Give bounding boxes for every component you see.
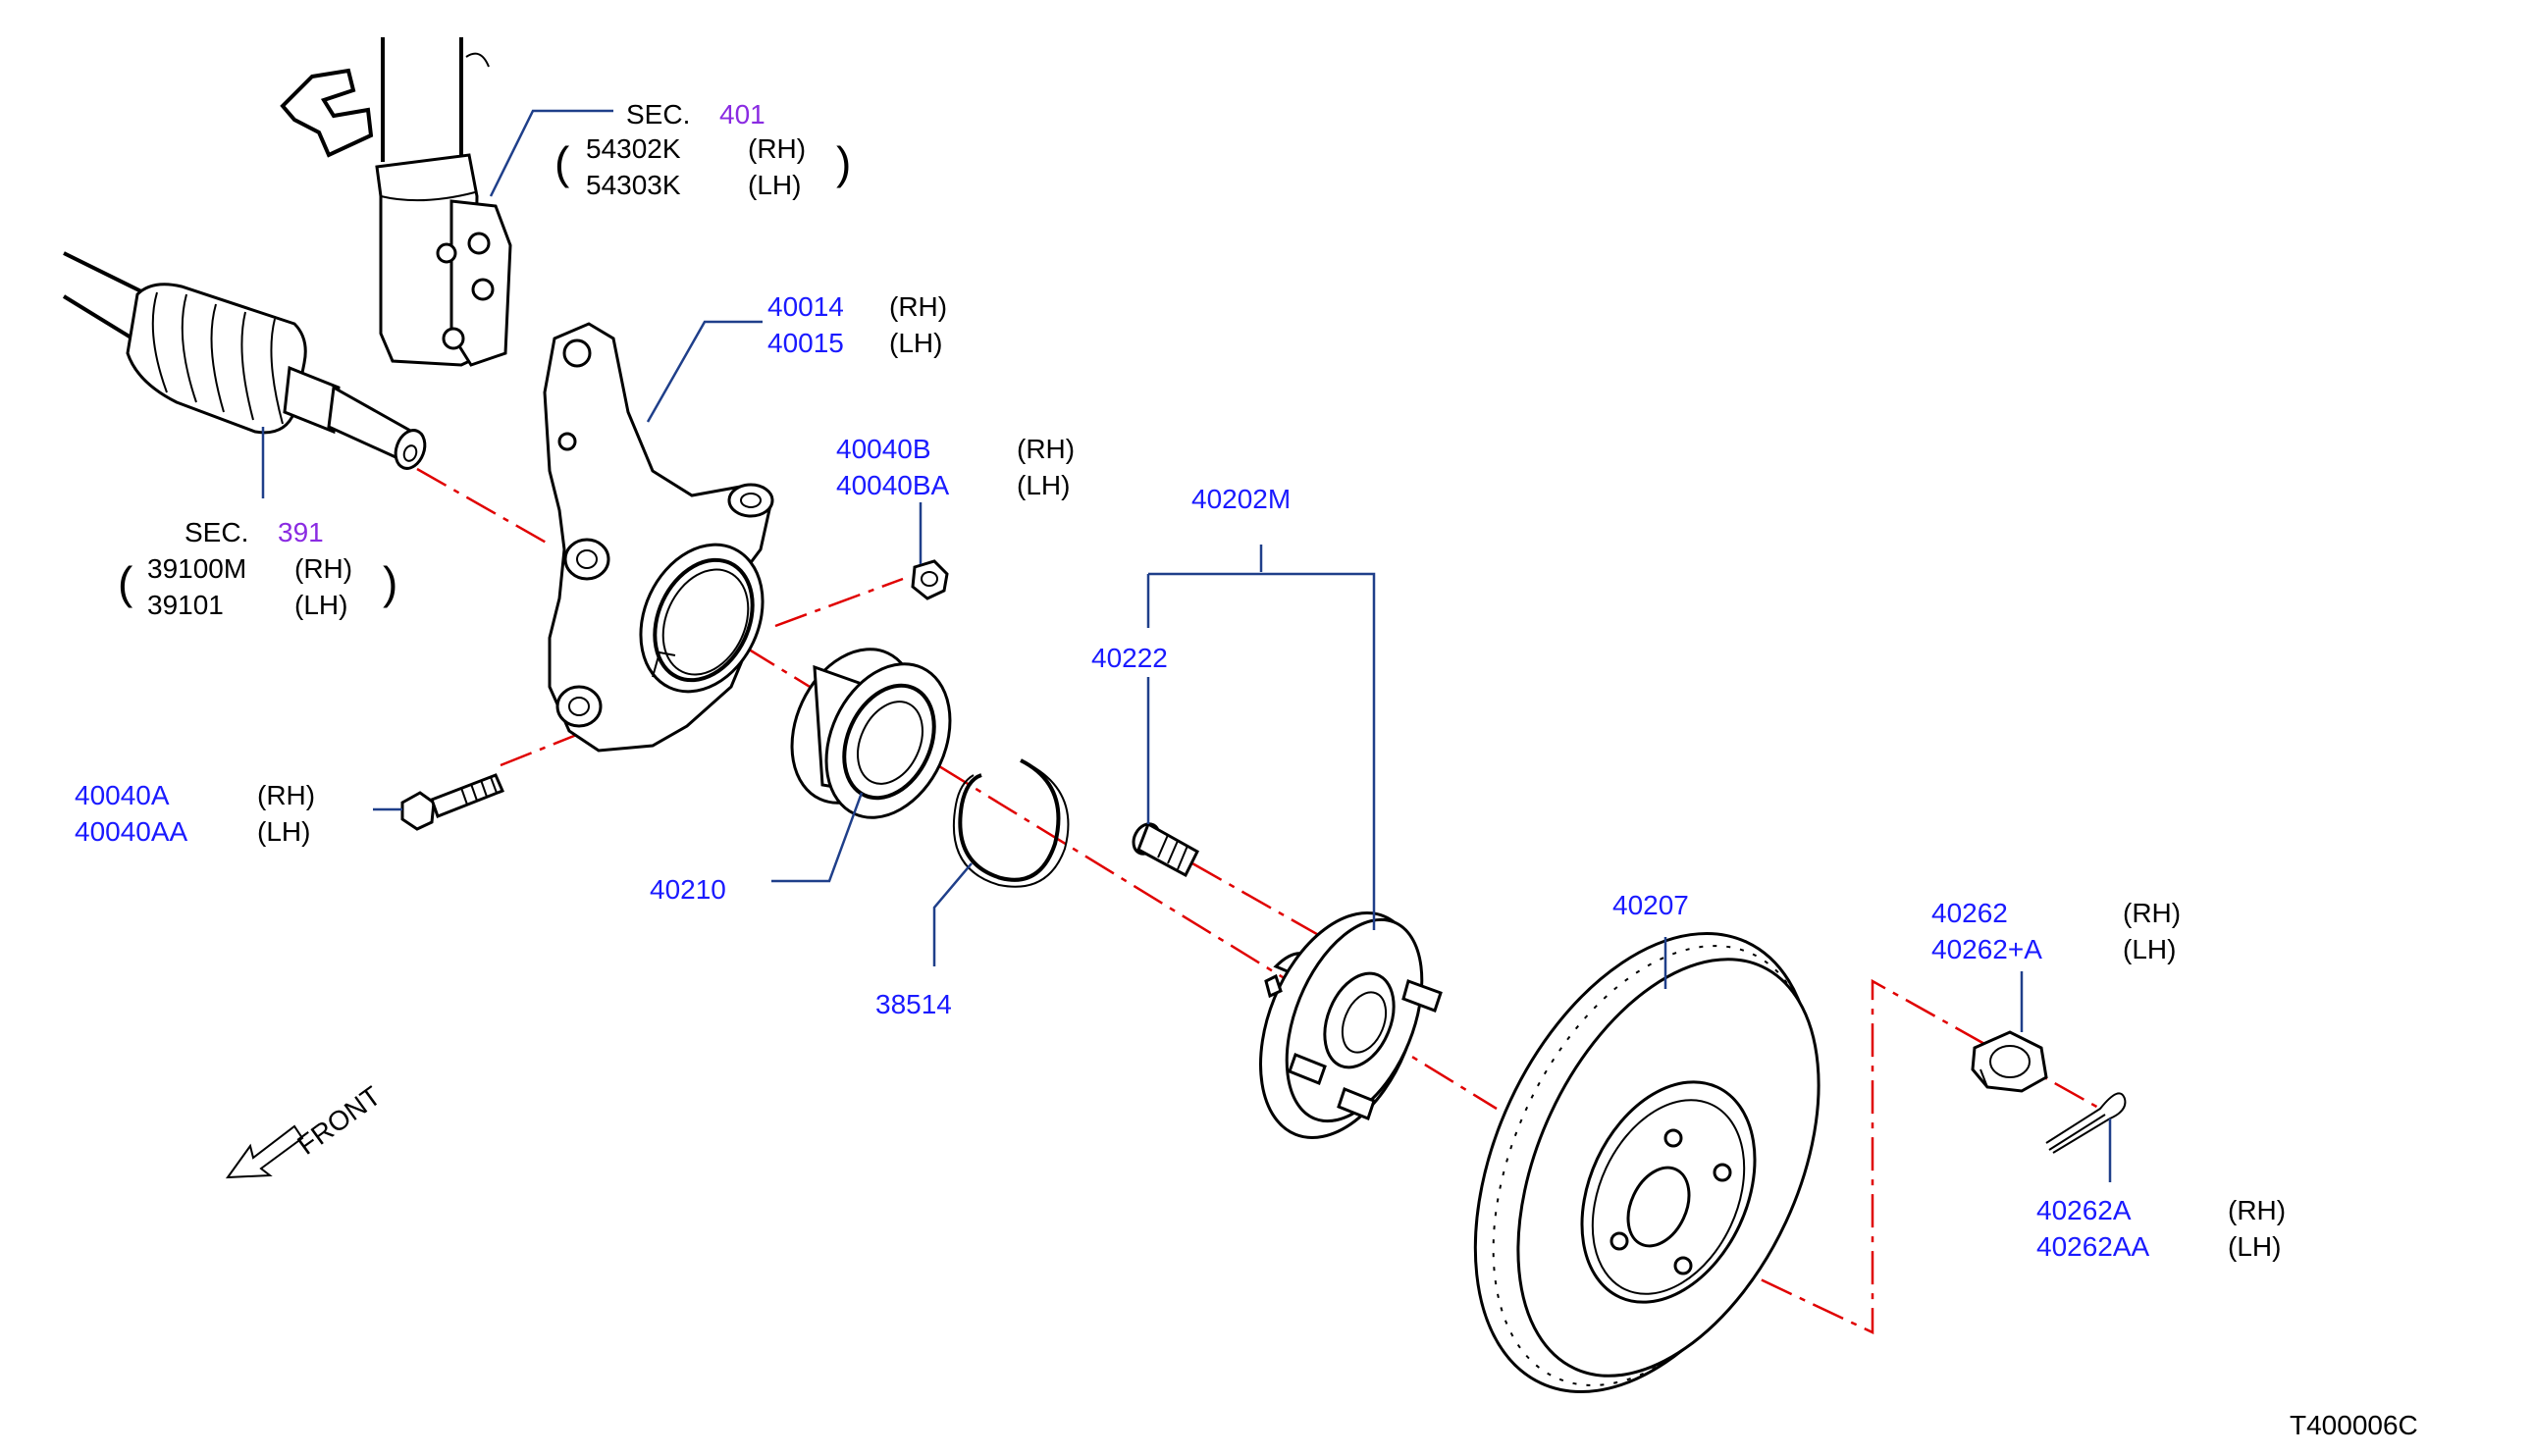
knuckle-part [543, 322, 774, 753]
stud-part [1132, 821, 1199, 878]
hub-nut-part-lh[interactable]: 40262+A [1931, 934, 2042, 964]
label-nut: 40040B (RH) 40040BA (LH) [836, 434, 1075, 500]
bolt-part [400, 773, 504, 831]
hub-nut-side-rh: (RH) [2123, 898, 2181, 928]
nut-side-rh: (RH) [1017, 434, 1075, 464]
label-knuckle: 40014 (RH) 40015 (LH) [767, 291, 947, 358]
cotter-pin-side-lh: (LH) [2228, 1231, 2281, 1262]
cotter-pin-side-rh: (RH) [2228, 1195, 2286, 1225]
leader-lines [261, 109, 2112, 1182]
bearing-part-number[interactable]: 40210 [650, 874, 726, 905]
knuckle-part-lh[interactable]: 40015 [767, 328, 844, 358]
label-strut: SEC. 401 ( 54302K (RH) 54303K (LH) ) [554, 99, 851, 200]
strut-sec-number: 401 [719, 99, 765, 130]
driveshaft-side-rh: (RH) [294, 553, 352, 584]
rotor-part-number[interactable]: 40207 [1612, 890, 1689, 920]
driveshaft-sec-prefix: SEC. [185, 517, 248, 547]
snap-ring-part-number[interactable]: 38514 [875, 989, 952, 1019]
knuckle-side-lh: (LH) [889, 328, 942, 358]
hub-nut-part [1971, 1030, 2048, 1093]
strut-side-lh: (LH) [748, 170, 801, 200]
nut-side-lh: (LH) [1017, 470, 1070, 500]
strut-paren-open: ( [554, 137, 570, 188]
hubnut-axis [1658, 978, 2101, 1334]
nut-axis [774, 577, 904, 628]
knuckle-part-rh[interactable]: 40014 [767, 291, 844, 322]
strut-part-rh: 54302K [586, 133, 681, 164]
bolt-axis [500, 732, 580, 767]
driveshaft-sec-number: 391 [278, 517, 324, 547]
driveshaft-part [62, 251, 427, 470]
label-hub-nut: 40262 (RH) 40262+A (LH) [1931, 898, 2181, 964]
nut-part-lh[interactable]: 40040BA [836, 470, 950, 500]
nut-part [911, 559, 949, 600]
strut-sec-prefix: SEC. [626, 99, 690, 130]
strut-part-lh: 54303K [586, 170, 681, 200]
hub-assembly-part[interactable]: 40202M [1191, 484, 1291, 514]
driveshaft-axis [416, 467, 551, 546]
driveshaft-paren-open: ( [118, 557, 133, 608]
front-direction-indicator: FRONT [225, 1080, 387, 1179]
driveshaft-side-lh: (LH) [294, 590, 347, 620]
cotter-pin-part-rh[interactable]: 40262A [2036, 1195, 2132, 1225]
diagram-code: T400006C [2290, 1410, 2418, 1440]
cotter-pin-part-lh[interactable]: 40262AA [2036, 1231, 2150, 1262]
hub-part [1259, 911, 1443, 1139]
label-bolt: 40040A (RH) 40040AA (LH) [75, 780, 315, 847]
strut-part [280, 37, 512, 367]
label-driveshaft: SEC. 391 ( 39100M (RH) 39101 (LH) ) [118, 517, 397, 620]
strut-paren-close: ) [836, 137, 851, 188]
label-cotter-pin: 40262A (RH) 40262AA (LH) [2036, 1195, 2286, 1262]
hub-nut-side-lh: (LH) [2123, 934, 2176, 964]
strut-side-rh: (RH) [748, 133, 806, 164]
bolt-side-rh: (RH) [257, 780, 315, 810]
cotter-pin-part [2045, 1092, 2127, 1154]
snap-ring-part [952, 758, 1070, 888]
driveshaft-part-lh: 39101 [147, 590, 224, 620]
bolt-part-lh[interactable]: 40040AA [75, 816, 188, 847]
driveshaft-paren-close: ) [383, 557, 397, 608]
bearing-part [790, 648, 952, 819]
driveshaft-part-rh: 39100M [147, 553, 246, 584]
knuckle-side-rh: (RH) [889, 291, 947, 322]
bolt-side-lh: (LH) [257, 816, 310, 847]
front-arrow-icon [225, 1124, 304, 1179]
front-label: FRONT [291, 1080, 386, 1161]
bolt-part-rh[interactable]: 40040A [75, 780, 170, 810]
nut-part-rh[interactable]: 40040B [836, 434, 931, 464]
rotor-part [1473, 931, 1821, 1394]
hub-nut-part-rh[interactable]: 40262 [1931, 898, 2008, 928]
stud-part-number[interactable]: 40222 [1091, 643, 1168, 673]
